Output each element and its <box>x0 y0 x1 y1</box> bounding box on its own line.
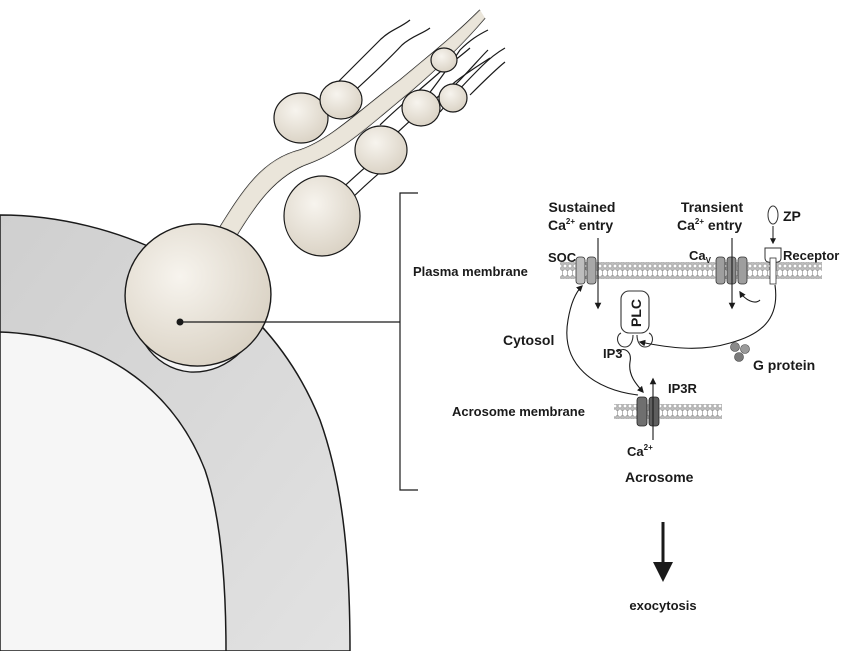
receptor <box>764 247 782 285</box>
acrosome-label: Acrosome <box>625 469 694 485</box>
g-protein <box>730 342 750 362</box>
receptor-label: Receptor <box>783 248 839 263</box>
exocytosis-arrow <box>653 522 673 582</box>
transient-ca-entry-label: Ca2+ entry <box>677 217 742 233</box>
sustained-ca-entry-label: Ca2+ entry <box>548 217 613 233</box>
cav-label: CaV <box>689 248 712 265</box>
soc-channel <box>575 256 597 285</box>
cytosol-label: Cytosol <box>503 332 554 348</box>
ip3-label: IP3 <box>603 346 623 361</box>
egg-cytoplasm <box>0 331 227 651</box>
sustained-label: Sustained <box>549 199 616 215</box>
ip3r-label: IP3R <box>668 381 698 396</box>
exocytosis-label: exocytosis <box>629 598 696 613</box>
signaling-arrows <box>566 238 777 440</box>
acrosome-membrane-label: Acrosome membrane <box>452 404 585 419</box>
zp-label: ZP <box>783 208 801 224</box>
g-protein-label: G protein <box>753 357 815 373</box>
ip3r-channel <box>636 396 660 427</box>
zoom-pointer <box>176 318 400 326</box>
bound-sperm-head <box>124 223 272 367</box>
transient-label: Transient <box>681 199 744 215</box>
zoom-bracket <box>399 192 418 491</box>
zp-ligand <box>767 205 779 245</box>
sperm-heads <box>273 47 468 257</box>
acrosome-membrane <box>614 404 722 419</box>
plasma-membrane <box>560 262 822 279</box>
plc-label: PLC <box>628 299 644 327</box>
ca-acrosome-label: Ca2+ <box>627 443 653 459</box>
plc-enzyme: PLC <box>616 290 654 348</box>
soc-label: SOC <box>548 250 577 265</box>
plasma-membrane-label: Plasma membrane <box>413 264 528 279</box>
sperm-tail-fill <box>215 10 485 243</box>
diagram-labels: Sustained Ca2+ entry Transient Ca2+ entr… <box>413 199 839 613</box>
